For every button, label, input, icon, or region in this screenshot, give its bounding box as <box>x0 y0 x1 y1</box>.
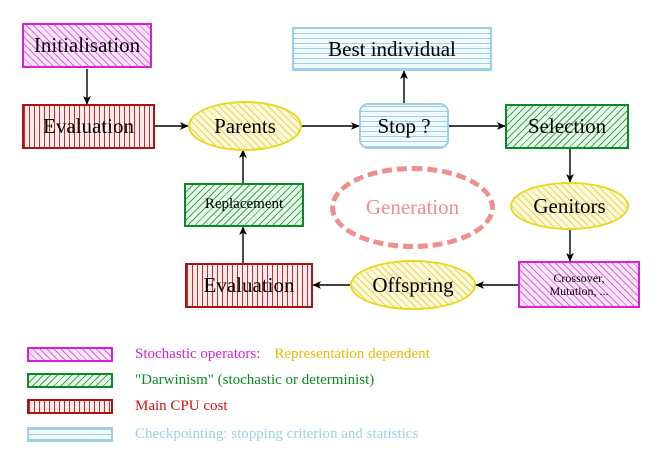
legend-text-primary: Stochastic operators: <box>135 346 261 362</box>
legend-row-darwinism: "Darwinism" (stochastic or determinist) <box>27 372 374 389</box>
legend-row-stochastic-operators: Stochastic operators: Representation depe… <box>27 346 430 363</box>
node-evaluation-bottom[interactable]: Evaluation <box>185 263 313 308</box>
legend-text-darwinism: "Darwinism" (stochastic or determinist) <box>135 372 375 388</box>
legend-swatch-blue <box>27 427 113 442</box>
legend-text-stochastic: Stochastic operators: Representation depe… <box>135 346 430 363</box>
legend-swatch-green <box>27 373 113 388</box>
legend-row-cpu-cost: Main CPU cost <box>27 398 228 415</box>
node-genitors[interactable]: Genitors <box>510 182 629 230</box>
node-generation[interactable]: Generation <box>330 166 495 249</box>
legend-text-checkpointing: Checkpointing: stopping criterion and st… <box>135 426 419 442</box>
node-initialisation[interactable]: Initialisation <box>22 23 152 68</box>
legend-text-secondary: Representation dependent <box>274 346 430 362</box>
legend-swatch-magenta <box>27 347 113 362</box>
node-stop[interactable]: Stop ? <box>359 103 449 149</box>
node-selection[interactable]: Selection <box>505 104 629 149</box>
node-parents[interactable]: Parents <box>188 101 302 151</box>
legend-swatch-red <box>27 399 113 414</box>
node-offspring[interactable]: Offspring <box>350 260 476 310</box>
node-best-individual[interactable]: Best individual <box>292 27 492 71</box>
legend-row-checkpointing: Checkpointing: stopping criterion and st… <box>27 426 418 443</box>
node-evaluation-top[interactable]: Evaluation <box>22 104 155 149</box>
legend-text-cpu-cost: Main CPU cost <box>135 398 228 414</box>
node-crossover-mutation[interactable]: Crossover, Mutation, ... <box>518 261 640 308</box>
node-replacement[interactable]: Replacement <box>184 183 304 227</box>
